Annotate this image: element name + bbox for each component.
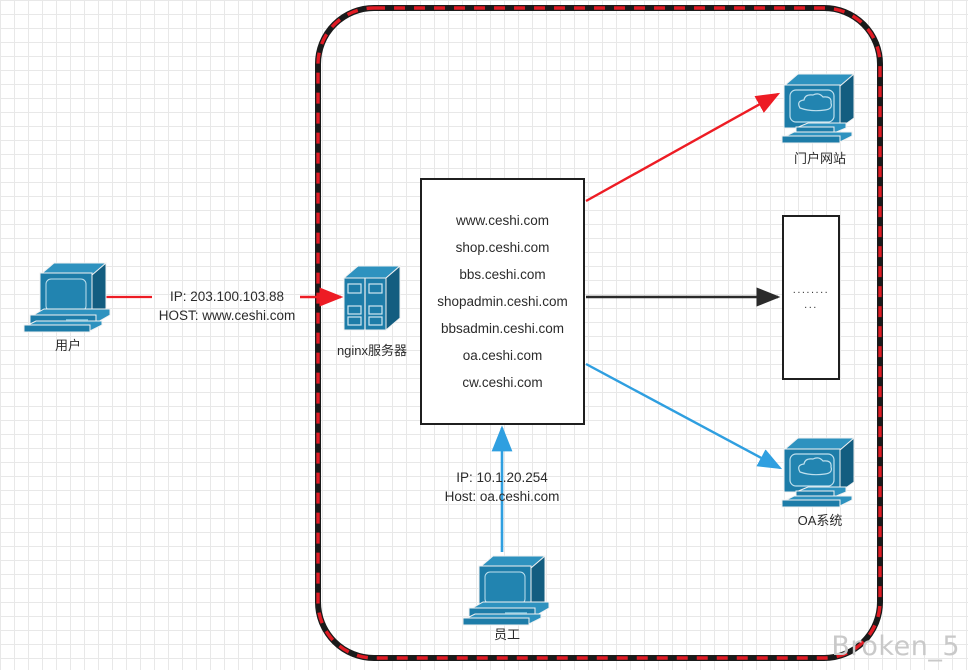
other-dots-line-1: ........	[792, 283, 830, 296]
edge-user-host: HOST: www.ceshi.com	[158, 308, 296, 323]
node-oa[interactable]	[778, 432, 862, 515]
server-computer-icon	[781, 436, 855, 508]
watermark: Broken_5	[831, 631, 960, 662]
domain-entry: cw.ceshi.com	[462, 374, 543, 390]
edge-user-label: IP: 203.100.103.88 HOST: www.ceshi.com	[142, 287, 312, 325]
desktop-computer-icon	[23, 261, 111, 333]
domain-entry: oa.ceshi.com	[462, 347, 543, 363]
node-portal-label: 门户网站	[793, 151, 846, 166]
edge-employee-ip: IP: 10.1.20.254	[456, 470, 548, 485]
node-nginx[interactable]	[340, 258, 404, 343]
node-oa-label: OA系统	[797, 513, 843, 528]
edge-box-to-portal	[585, 92, 781, 203]
domain-entry: shopadmin.ceshi.com	[437, 293, 568, 309]
other-dots-line-2: ...	[804, 298, 818, 311]
virtual-host-domain-list[interactable]: www.ceshi.com shop.ceshi.com bbs.ceshi.c…	[420, 178, 585, 425]
node-employee[interactable]	[461, 548, 553, 635]
server-rack-icon	[342, 264, 402, 332]
edge-employee-host: Host: oa.ceshi.com	[444, 489, 560, 504]
node-employee-label: 员工	[493, 627, 520, 642]
domain-entry: shop.ceshi.com	[455, 239, 550, 255]
node-other-box[interactable]: ........ ...	[782, 215, 840, 380]
node-user[interactable]	[22, 255, 114, 342]
node-user-label: 用户	[54, 338, 81, 353]
domain-entry: bbsadmin.ceshi.com	[440, 320, 565, 336]
domain-entry: bbs.ceshi.com	[459, 266, 546, 282]
edge-box-to-oa	[585, 362, 783, 470]
edge-employee-label: IP: 10.1.20.254 Host: oa.ceshi.com	[417, 468, 587, 506]
edge-user-ip: IP: 203.100.103.88	[169, 289, 285, 304]
domain-entry: www.ceshi.com	[455, 212, 550, 228]
node-nginx-label: nginx服务器	[336, 343, 408, 358]
server-computer-icon	[781, 72, 855, 144]
desktop-computer-icon	[462, 554, 550, 626]
node-portal[interactable]	[778, 68, 862, 151]
